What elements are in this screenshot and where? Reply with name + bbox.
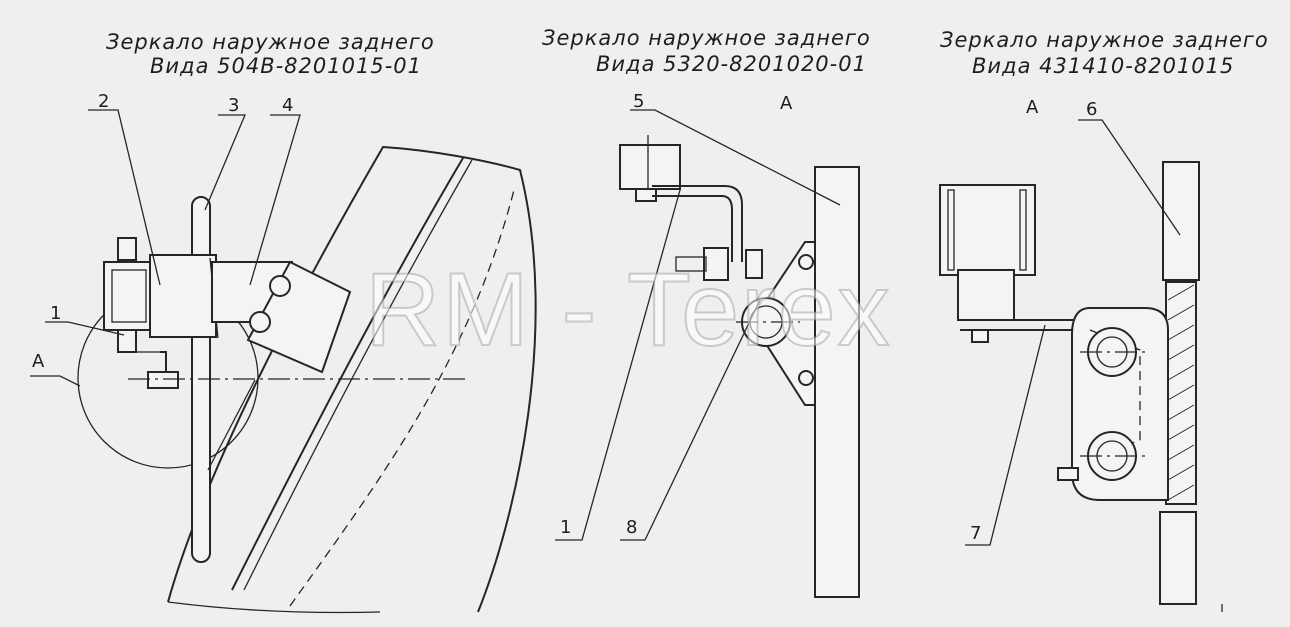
middle-nut <box>703 247 729 281</box>
cab-dashed-line <box>289 189 515 607</box>
leader-1-middle <box>555 189 681 541</box>
watermark-text: RM - Terex <box>364 252 892 368</box>
callout-3: 3 <box>228 95 240 116</box>
title-middle-line1: Зеркало наружное заднего <box>542 26 871 50</box>
pillar-lower <box>1159 511 1197 605</box>
mirror-bolt-2 <box>249 311 271 333</box>
callout-5: 5 <box>633 91 645 112</box>
title-left-line2: Вида 504В-8201015-01 <box>150 54 423 78</box>
bracket-clamp <box>149 254 217 338</box>
leader-1-left <box>45 321 125 336</box>
pillar-middle <box>814 166 860 598</box>
cab-inner-line <box>231 157 464 591</box>
left-view <box>30 109 537 614</box>
callout-1-left: 1 <box>50 303 62 324</box>
cab-inner-line-2 <box>243 159 473 591</box>
mirror-bolt-1 <box>269 275 291 297</box>
title-left-line1: Зеркало наружное заднего <box>106 30 435 54</box>
callout-6: 6 <box>1086 99 1098 120</box>
callout-a-left: А <box>32 351 45 372</box>
title-right-line2: Вида 431410-8201015 <box>972 54 1235 78</box>
cab-bottom-line <box>167 601 381 614</box>
pillar-upper <box>1162 161 1200 281</box>
callout-8: 8 <box>626 517 638 538</box>
bent-rod <box>652 185 743 262</box>
cab-outline <box>167 145 537 613</box>
leader-3 <box>204 114 246 211</box>
callout-1-middle: 1 <box>560 517 572 538</box>
middle-view <box>555 109 860 598</box>
support-box <box>939 184 1036 276</box>
callout-a-middle: А <box>780 93 793 114</box>
leader-2 <box>88 109 161 286</box>
callout-4: 4 <box>282 95 294 116</box>
callout-2: 2 <box>98 91 110 112</box>
leader-4 <box>249 114 301 286</box>
leader-6 <box>1078 119 1181 236</box>
title-right-line1: Зеркало наружное заднего <box>940 28 1269 52</box>
bracket-inner <box>111 269 147 323</box>
leader-8 <box>620 299 761 541</box>
bracket-nut-top <box>117 237 137 261</box>
leader-7 <box>965 324 1046 546</box>
right-view <box>939 119 1223 612</box>
bracket-nut-bottom <box>117 329 137 353</box>
leader-5 <box>630 109 841 206</box>
title-middle-line2: Вида 5320-8201020-01 <box>596 52 867 76</box>
callout-7: 7 <box>970 523 982 544</box>
leader-a-left <box>30 375 81 387</box>
callout-a-right: А <box>1026 97 1039 118</box>
top-support <box>619 144 681 190</box>
clamp-bolt <box>147 371 179 389</box>
glass-hatch <box>1167 284 1195 501</box>
